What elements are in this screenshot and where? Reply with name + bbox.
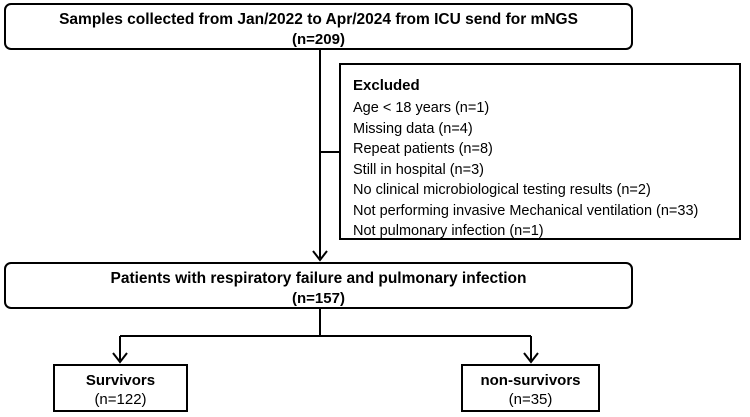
samples-collected-text: Samples collected from Jan/2022 to Apr/2… bbox=[59, 11, 578, 28]
excluded-item: No clinical microbiological testing resu… bbox=[353, 182, 651, 198]
excluded-box: Excluded Age < 18 years (n=1) Missing da… bbox=[339, 63, 741, 240]
non-survivors-box: non-survivors (n=35) bbox=[461, 364, 600, 412]
patients-text: Patients with respiratory failure and pu… bbox=[110, 270, 527, 287]
excluded-item: Still in hospital (n=3) bbox=[353, 161, 484, 178]
survivors-count: (n=122) bbox=[94, 391, 147, 408]
non-survivors-count: (n=35) bbox=[508, 391, 553, 408]
excluded-list: Age < 18 years (n=1) Missing data (n=4) … bbox=[353, 98, 698, 242]
arrowhead-non-survivors bbox=[523, 352, 539, 364]
arrowhead-middle bbox=[312, 250, 328, 262]
excluded-item: Repeat patients (n=8) bbox=[353, 141, 493, 157]
excluded-item: Age < 18 years (n=1) bbox=[353, 100, 490, 116]
patients-count: (n=157) bbox=[292, 290, 345, 307]
samples-collected-box: Samples collected from Jan/2022 to Apr/2… bbox=[4, 3, 633, 50]
patients-box: Patients with respiratory failure and pu… bbox=[4, 262, 633, 309]
excluded-item: Missing data (n=4) bbox=[353, 120, 473, 137]
excluded-item: Not pulmonary infection (n=1) bbox=[353, 223, 544, 239]
survivors-label: Survivors bbox=[85, 372, 156, 389]
survivors-box: Survivors (n=122) bbox=[53, 364, 188, 412]
non-survivors-label: non-survivors bbox=[480, 372, 581, 389]
excluded-title: Excluded bbox=[353, 77, 420, 94]
excluded-item: Not performing invasive Mechanical venti… bbox=[353, 202, 699, 219]
samples-collected-count: (n=209) bbox=[292, 31, 345, 48]
arrowhead-survivors bbox=[112, 352, 128, 364]
